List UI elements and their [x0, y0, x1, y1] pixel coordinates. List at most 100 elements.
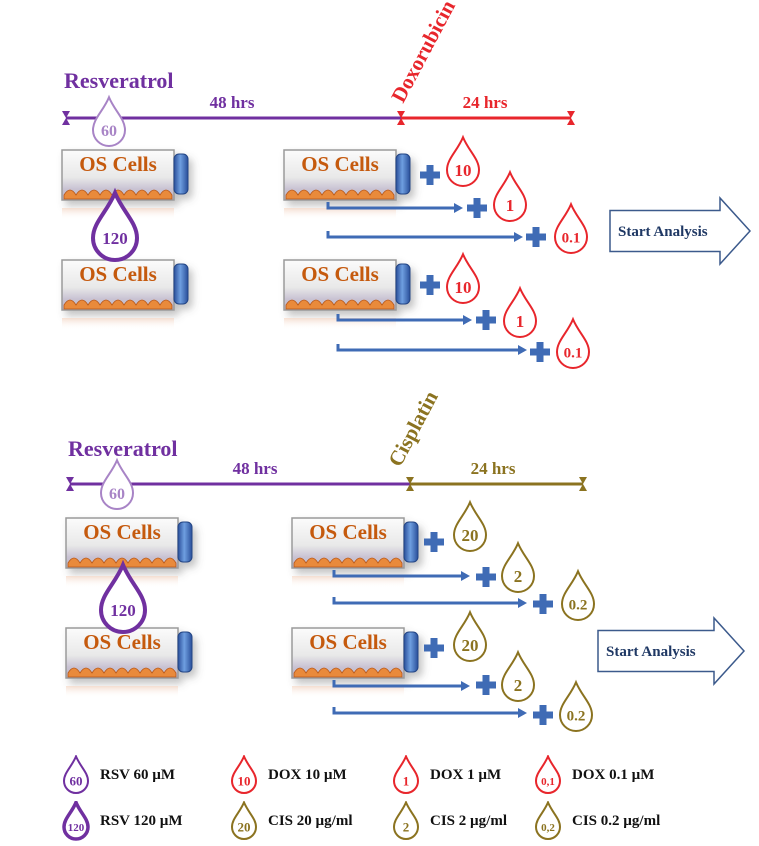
- branch-arrowhead: [518, 708, 527, 718]
- flask-cap: [177, 631, 193, 673]
- timeline-tick: [406, 484, 414, 491]
- legend-drop-label: 20: [238, 820, 251, 835]
- drop-icon: 1: [502, 285, 538, 338]
- cell-layer: [285, 299, 395, 310]
- os-cells-flask: OS Cells: [291, 517, 419, 569]
- drop-dose-label: 1: [506, 196, 515, 215]
- branch-arrowhead: [518, 598, 527, 608]
- branch-arrowhead: [463, 315, 472, 325]
- plus-icon: [424, 532, 444, 552]
- drop-outline: [99, 457, 135, 510]
- drop-outline: [534, 801, 562, 840]
- drop-outline: [90, 187, 140, 262]
- drop-icon: 60: [91, 94, 127, 147]
- start-analysis-arrow: Start Analysis: [609, 196, 752, 266]
- drop-dose-label: 0.1: [562, 230, 581, 246]
- start-analysis-label: Start Analysis: [618, 224, 708, 240]
- drop-outline: [534, 755, 562, 794]
- flask-cap: [403, 521, 419, 563]
- legend-drop-label: 0,1: [541, 776, 555, 788]
- drop-icon: 10: [445, 134, 481, 187]
- drop-icon: 2: [500, 540, 536, 593]
- plus-bar: [532, 227, 540, 247]
- plus-bar: [482, 675, 490, 695]
- plus-bar: [482, 310, 490, 330]
- drop-icon: 120: [90, 187, 140, 262]
- drop-dose-label: 120: [102, 229, 128, 248]
- branch-arrow-line: [332, 570, 462, 578]
- drug-duration: 24 hrs: [471, 459, 516, 478]
- legend-item-label: DOX 10 µM: [268, 766, 347, 783]
- os-cells-flask: OS Cells: [283, 259, 411, 311]
- flask-cap: [395, 153, 411, 195]
- pretreatment-duration: 48 hrs: [233, 459, 278, 478]
- drop-icon: 0.2: [558, 679, 594, 732]
- drop-outline: [553, 201, 589, 254]
- branch-arrow-line: [326, 231, 515, 239]
- drop-outline: [500, 540, 536, 593]
- drop-outline: [91, 94, 127, 147]
- plus-icon: [533, 594, 553, 614]
- drop-dose-label: 0.2: [569, 597, 588, 613]
- drop-outline: [62, 801, 90, 841]
- drop-icon: 0.1: [555, 316, 591, 369]
- drop-icon: 2: [500, 649, 536, 702]
- flask-label: OS Cells: [301, 152, 379, 176]
- branch-arrow-line: [332, 680, 462, 688]
- plus-icon: [533, 705, 553, 725]
- cell-layer: [63, 299, 173, 310]
- drop-dose-label: 10: [455, 161, 472, 180]
- drop-dose-label: 10: [455, 278, 472, 297]
- branch-arrow-line: [332, 707, 519, 715]
- branch-arrowhead: [461, 571, 470, 581]
- plus-bar: [539, 594, 547, 614]
- drop-outline: [502, 285, 538, 338]
- pretreatment-duration: 48 hrs: [210, 93, 255, 112]
- plus-icon: [467, 198, 487, 218]
- plus-bar: [430, 532, 438, 552]
- timeline-tick: [579, 477, 587, 484]
- drop-dose-label: 0.2: [567, 708, 586, 724]
- legend-drop-label: 1: [403, 774, 410, 789]
- drop-dose-label: 1: [516, 312, 525, 331]
- plus-icon: [476, 567, 496, 587]
- legend-item-label: RSV 60 µM: [100, 766, 176, 783]
- drop-outline: [500, 649, 536, 702]
- start-analysis-arrow: Start Analysis: [597, 616, 746, 686]
- drop-dose-label: 0.1: [564, 345, 583, 361]
- drop-dose-label: 60: [109, 486, 125, 503]
- flask-reflection: [66, 686, 178, 698]
- plus-icon: [526, 227, 546, 247]
- arrow-shape: [597, 616, 746, 686]
- flask-reflection: [62, 318, 174, 330]
- cell-layer: [67, 667, 177, 678]
- plus-icon: [476, 310, 496, 330]
- os-cells-flask: OS Cells: [65, 627, 193, 679]
- drop-outline: [392, 755, 420, 794]
- flask-cap: [173, 263, 189, 305]
- drop-outline: [492, 169, 528, 222]
- drop-dose-label: 2: [514, 567, 523, 586]
- branch-arrowhead: [454, 203, 463, 213]
- drop-outline: [230, 755, 258, 794]
- drop-outline: [62, 755, 90, 794]
- branch-arrow-line: [336, 344, 519, 352]
- plus-bar: [430, 638, 438, 658]
- legend-drop-icon: 1: [392, 755, 420, 794]
- legend-drop-icon: 20: [230, 801, 258, 840]
- flask-cap: [395, 263, 411, 305]
- flask-label: OS Cells: [83, 630, 161, 654]
- legend-drop-icon: 120: [62, 801, 90, 841]
- legend-drop-label: 2: [403, 820, 410, 835]
- timeline-tick: [62, 118, 70, 125]
- os-cells-flask: OS Cells: [65, 517, 193, 569]
- timeline-tick: [397, 111, 405, 118]
- flask-reflection: [284, 208, 396, 220]
